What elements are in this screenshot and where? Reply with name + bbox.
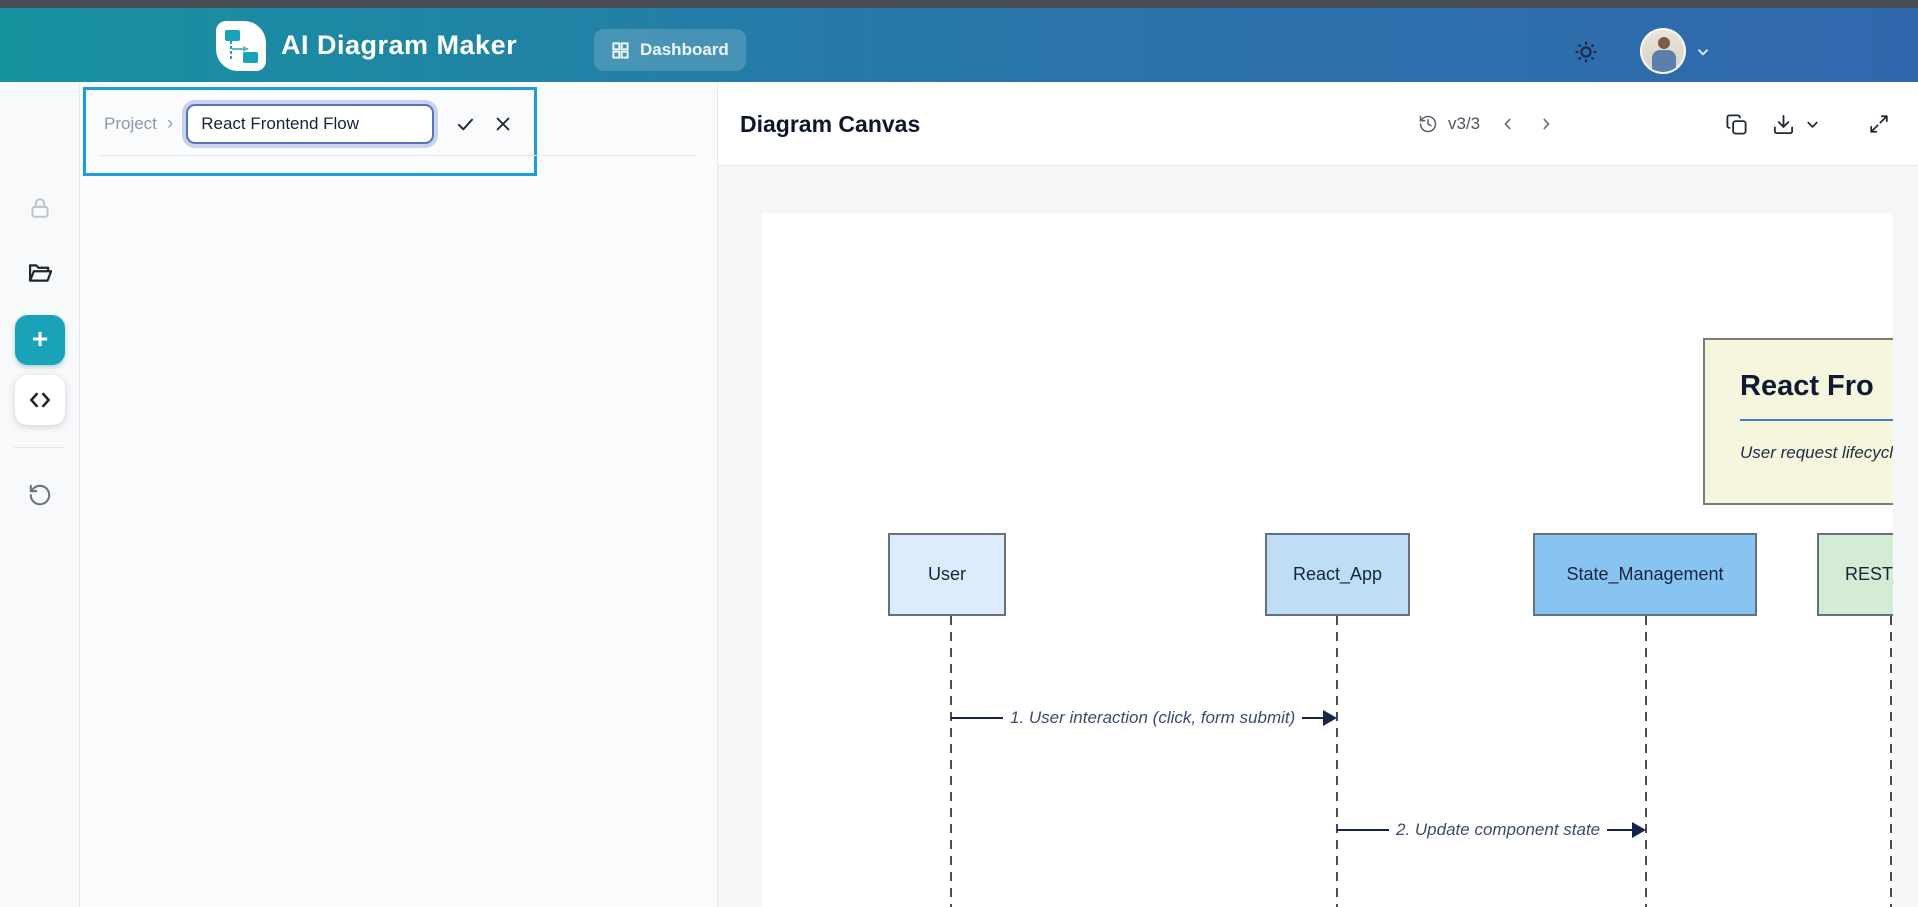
projects-button[interactable]	[15, 248, 65, 298]
navbar: AI Diagram Maker Dashboard	[0, 8, 1918, 82]
download-options-button[interactable]	[1803, 115, 1822, 134]
check-icon	[455, 114, 476, 135]
theme-toggle-button[interactable]	[1571, 37, 1601, 67]
left-toolbar: +	[0, 82, 80, 907]
message-1: 1. User interaction (click, form submit)	[951, 705, 1337, 731]
lifeline-user	[950, 616, 952, 907]
copy-button[interactable]	[1725, 113, 1748, 136]
folder-open-icon	[26, 259, 54, 287]
project-name-input[interactable]	[186, 104, 435, 144]
project-rename-row: Project ›	[86, 90, 534, 158]
diagram-title: React Fro	[1740, 370, 1874, 402]
dashboard-button[interactable]: Dashboard	[594, 29, 746, 71]
x-icon	[493, 114, 513, 134]
lock-icon	[27, 195, 53, 221]
message-2: 2. Update component state	[1337, 817, 1646, 843]
canvas-background: React Fro User request lifecycl User Rea…	[718, 166, 1918, 907]
avatar-head	[1658, 37, 1670, 49]
plus-icon: +	[31, 322, 49, 354]
user-menu-chevron[interactable]	[1692, 41, 1714, 63]
toolbar-divider	[14, 447, 64, 448]
actor-user: User	[888, 533, 1006, 616]
chevron-down-icon	[1803, 115, 1822, 134]
version-controls: v3/3	[1418, 82, 1556, 166]
message-line	[1607, 829, 1632, 831]
new-diagram-button[interactable]: +	[15, 315, 65, 365]
sun-icon	[1573, 39, 1599, 65]
message-1-label: 1. User interaction (click, form submit)	[1010, 708, 1296, 727]
page-title: Diagram Canvas	[740, 110, 921, 137]
chevron-down-icon	[1694, 43, 1712, 61]
fullscreen-button[interactable]	[1868, 113, 1890, 135]
diagram-canvas[interactable]: React Fro User request lifecycl User Rea…	[762, 213, 1893, 907]
expand-icon	[1868, 113, 1890, 135]
avatar-body	[1652, 50, 1676, 72]
cancel-rename-button[interactable]	[493, 114, 513, 134]
version-label: v3/3	[1448, 114, 1481, 133]
message-line	[1337, 829, 1389, 831]
actor-rest-api: REST_	[1817, 533, 1893, 616]
grid-icon	[611, 41, 630, 60]
diagram-title-box: React Fro User request lifecycl	[1703, 338, 1893, 505]
download-icon	[1772, 113, 1795, 136]
undo-button[interactable]	[15, 470, 65, 520]
canvas-actions	[1725, 82, 1890, 166]
avatar[interactable]	[1640, 28, 1686, 74]
app-logo-icon	[216, 21, 266, 71]
project-panel: Project ›	[80, 82, 718, 907]
undo-icon	[27, 482, 53, 508]
download-button[interactable]	[1772, 113, 1795, 136]
diagram-title-rule	[1740, 419, 1893, 421]
arrowhead-icon	[1632, 822, 1646, 838]
lock-button[interactable]	[15, 183, 65, 233]
code-view-button[interactable]	[15, 375, 65, 425]
code-icon	[27, 387, 53, 413]
actor-react-app: React_App	[1265, 533, 1410, 616]
actor-state-management: State_Management	[1533, 533, 1757, 616]
dashboard-button-label: Dashboard	[640, 40, 729, 59]
arrowhead-icon	[1323, 710, 1337, 726]
copy-icon	[1725, 113, 1748, 136]
next-version-button[interactable]	[1536, 114, 1556, 134]
message-2-label: 2. Update component state	[1396, 820, 1601, 839]
message-line	[951, 717, 1003, 719]
lifeline-rest-api	[1890, 616, 1892, 907]
breadcrumb-project-label: Project	[104, 114, 157, 133]
canvas-header: Diagram Canvas v3/3	[718, 82, 1918, 166]
chevron-right-icon	[1536, 114, 1556, 134]
rename-highlight-box: Project ›	[83, 87, 537, 176]
confirm-rename-button[interactable]	[455, 114, 476, 135]
history-icon	[1418, 114, 1438, 134]
panel-divider	[100, 155, 697, 156]
lifeline-react-app	[1336, 616, 1338, 907]
app-title: AI Diagram Maker	[281, 29, 518, 60]
message-line	[1302, 717, 1323, 719]
top-strip	[0, 0, 1918, 8]
lifeline-state-management	[1645, 616, 1647, 907]
chevron-left-icon	[1498, 114, 1518, 134]
breadcrumb-separator: ›	[166, 113, 174, 134]
diagram-subtitle: User request lifecycl	[1740, 443, 1893, 462]
previous-version-button[interactable]	[1498, 114, 1518, 134]
